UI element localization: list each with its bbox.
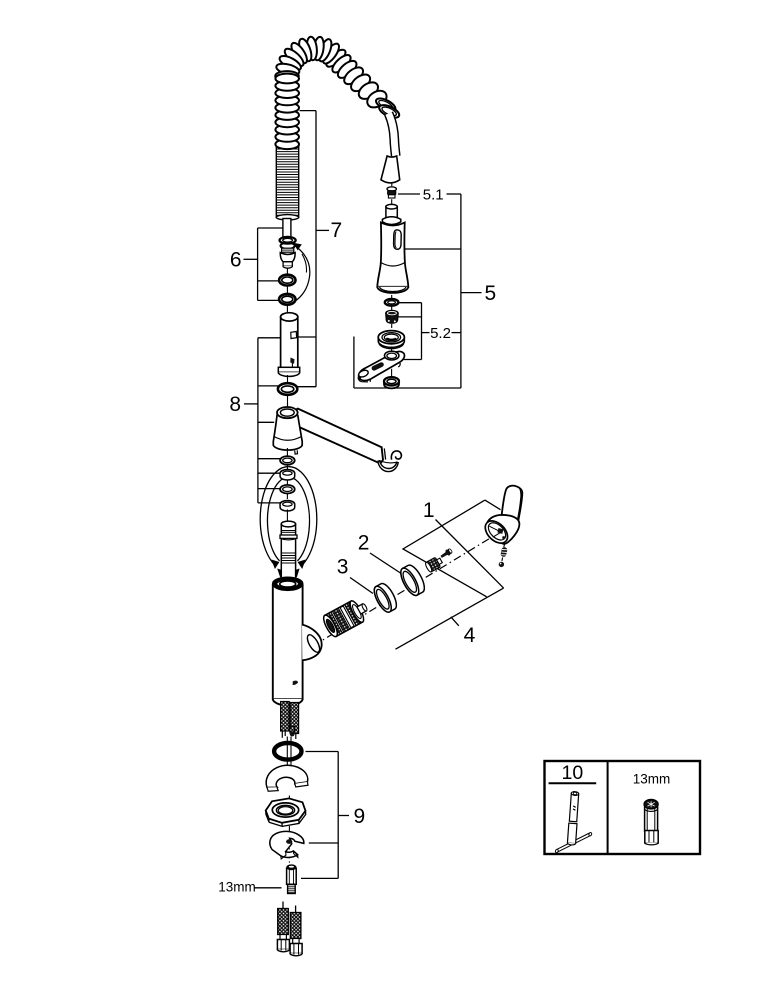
svg-text:5: 5 [484,282,496,305]
svg-text:9: 9 [353,805,365,828]
svg-text:8: 8 [229,393,241,416]
svg-text:7: 7 [330,219,342,242]
svg-text:1: 1 [423,499,435,522]
svg-text:13mm: 13mm [633,772,671,787]
svg-text:4: 4 [464,624,476,647]
svg-text:5.2: 5.2 [430,325,451,342]
svg-text:5.1: 5.1 [423,186,444,203]
svg-text:2: 2 [358,532,370,555]
svg-text:13mm: 13mm [218,880,256,895]
svg-text:3: 3 [337,556,349,579]
svg-text:10: 10 [562,762,584,784]
svg-text:6: 6 [230,248,242,271]
